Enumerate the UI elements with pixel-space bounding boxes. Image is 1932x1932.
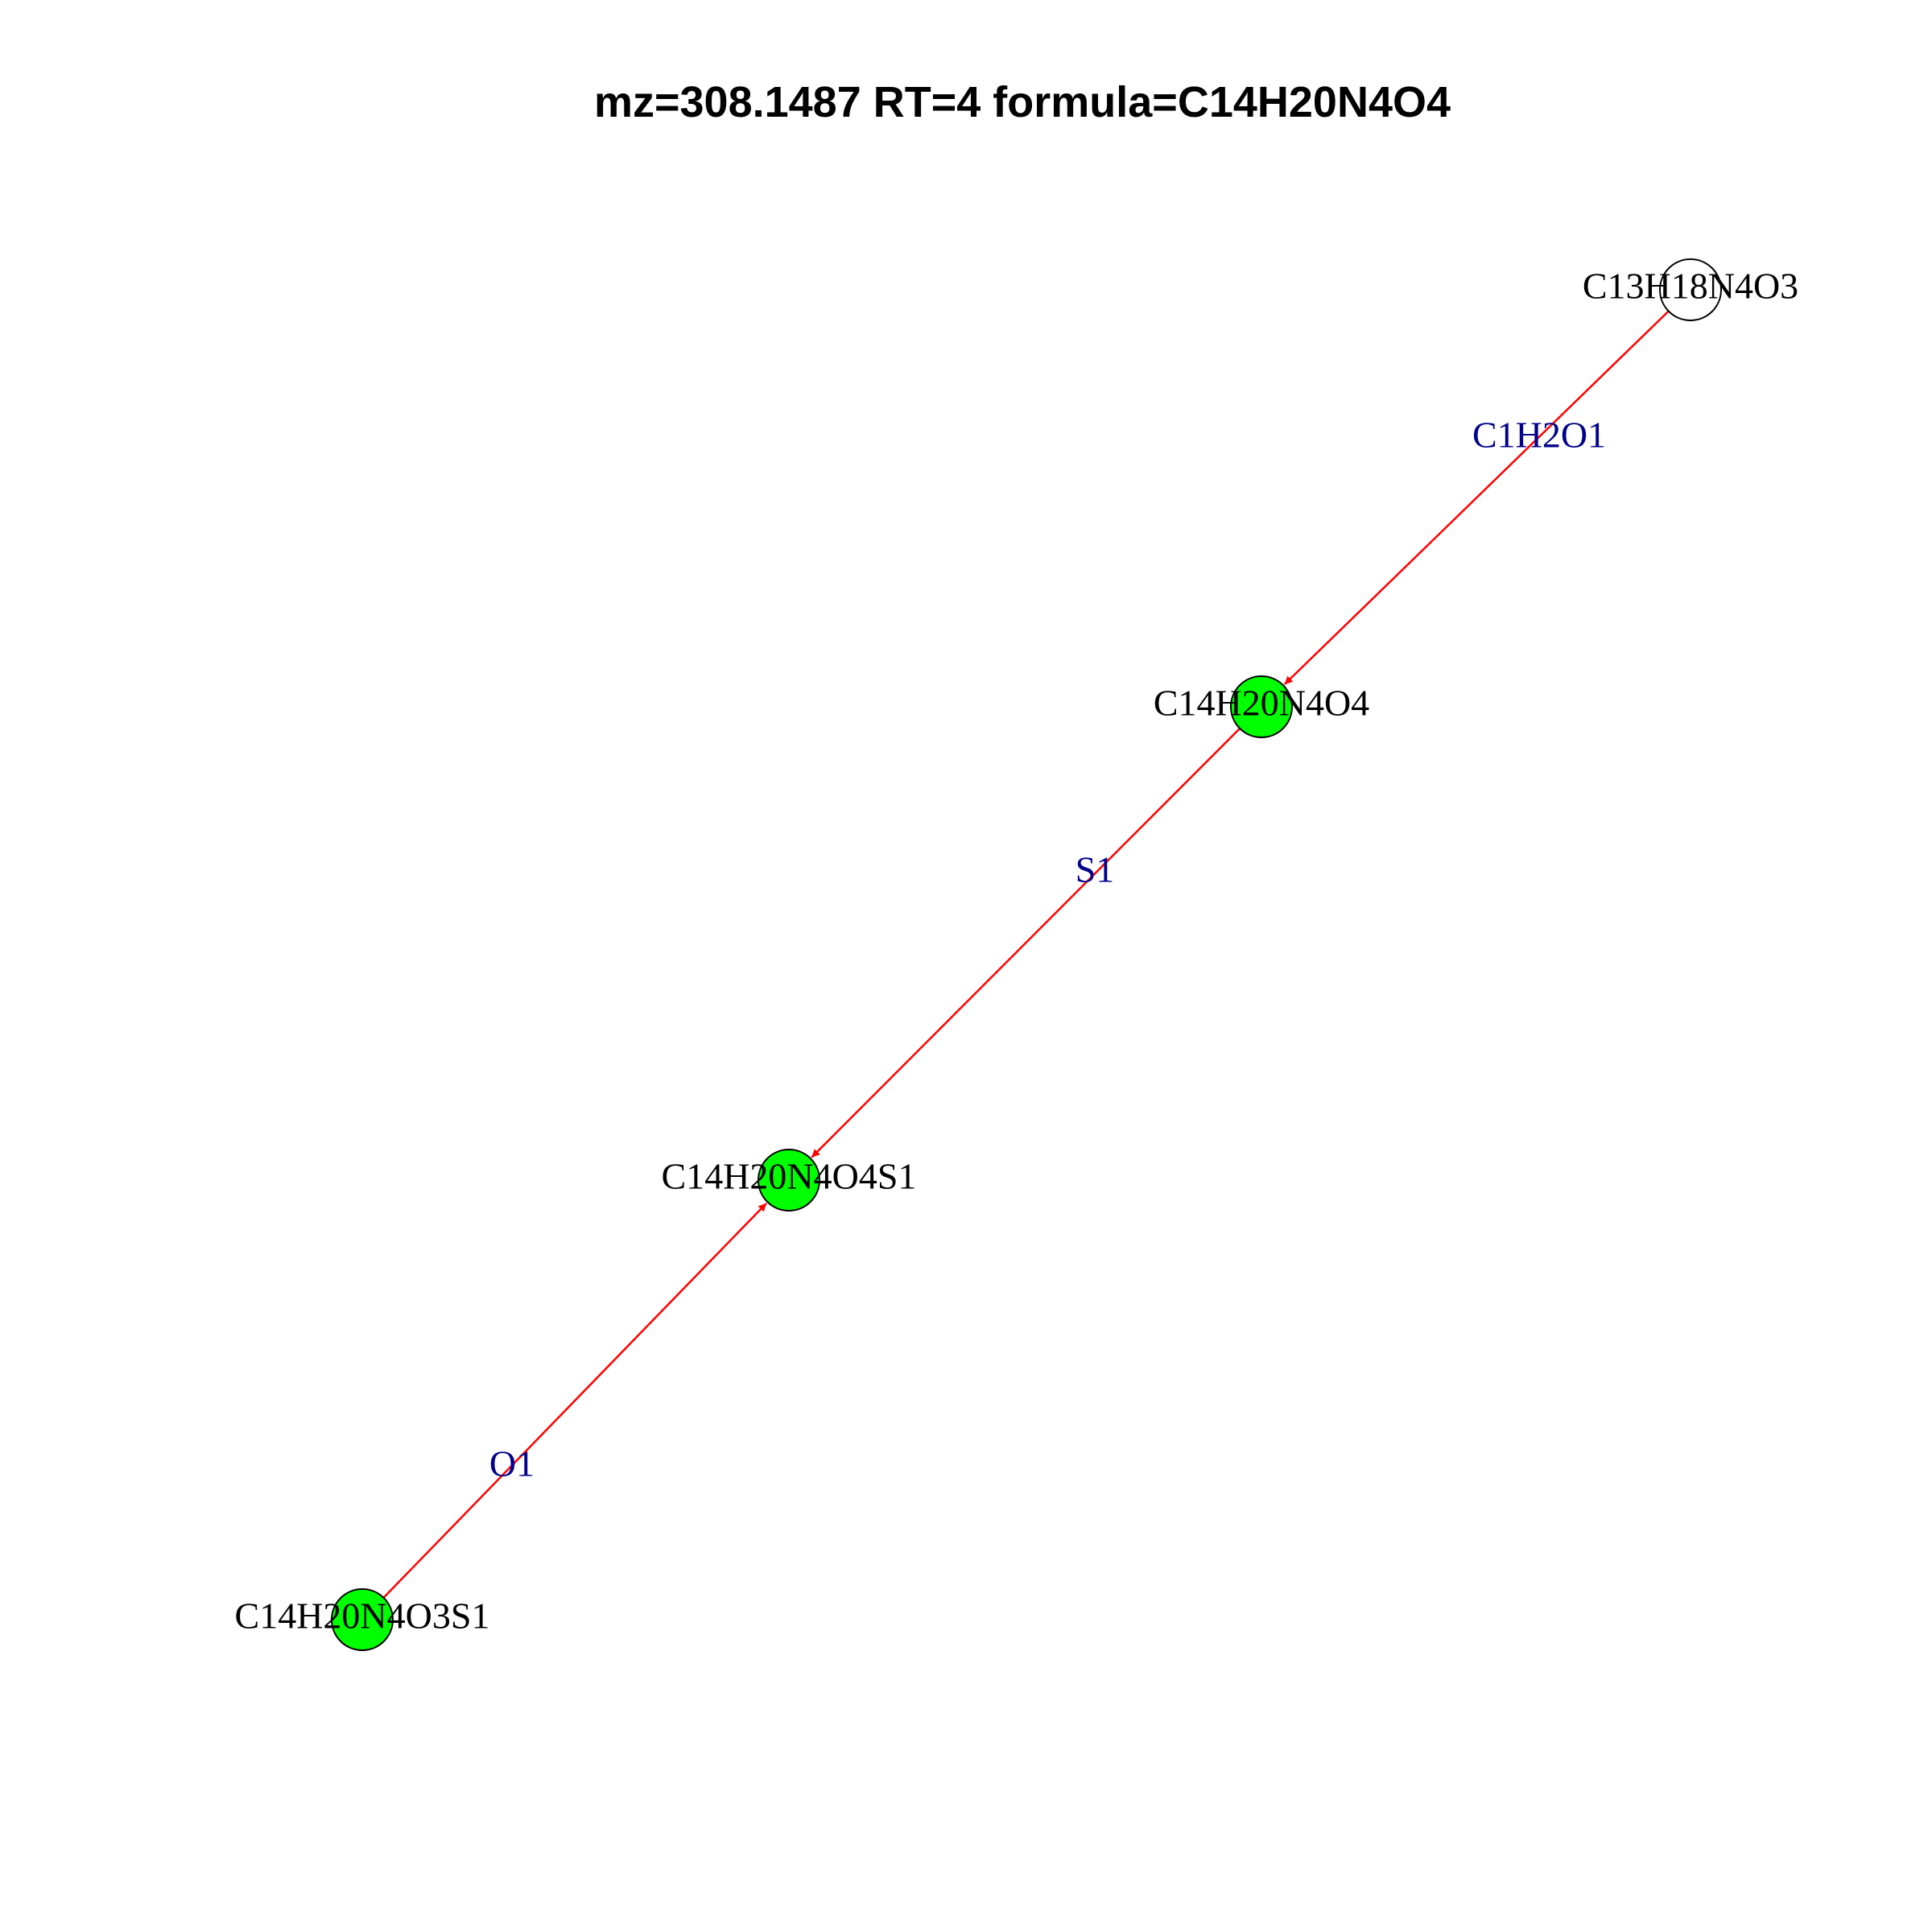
edge-label: S1	[1075, 849, 1115, 890]
node-circle	[1659, 258, 1722, 321]
graph-title: mz=308.1487 RT=4 formula=C14H20N4O4	[594, 78, 1451, 126]
edges-layer	[382, 310, 1670, 1599]
edge-label: C1H2O1	[1472, 415, 1606, 456]
nodes-layer: C13H18N4O3C14H20N4O4C14H20N4O4S1C14H20N4…	[235, 258, 1798, 1651]
edge-label: O1	[489, 1443, 535, 1484]
node-circle	[1230, 675, 1293, 738]
node-circle	[331, 1588, 394, 1651]
node-circle	[758, 1149, 820, 1212]
node-label: C14H20N4O4	[1154, 683, 1369, 724]
edge-n1-n2	[1283, 310, 1670, 686]
edge-n4-n3	[382, 1202, 768, 1599]
node-label: C14H20N4O3S1	[235, 1596, 490, 1637]
edge-n2-n3	[811, 728, 1241, 1158]
node-label: C13H18N4O3	[1583, 266, 1798, 307]
node-label: C14H20N4O4S1	[662, 1156, 917, 1197]
